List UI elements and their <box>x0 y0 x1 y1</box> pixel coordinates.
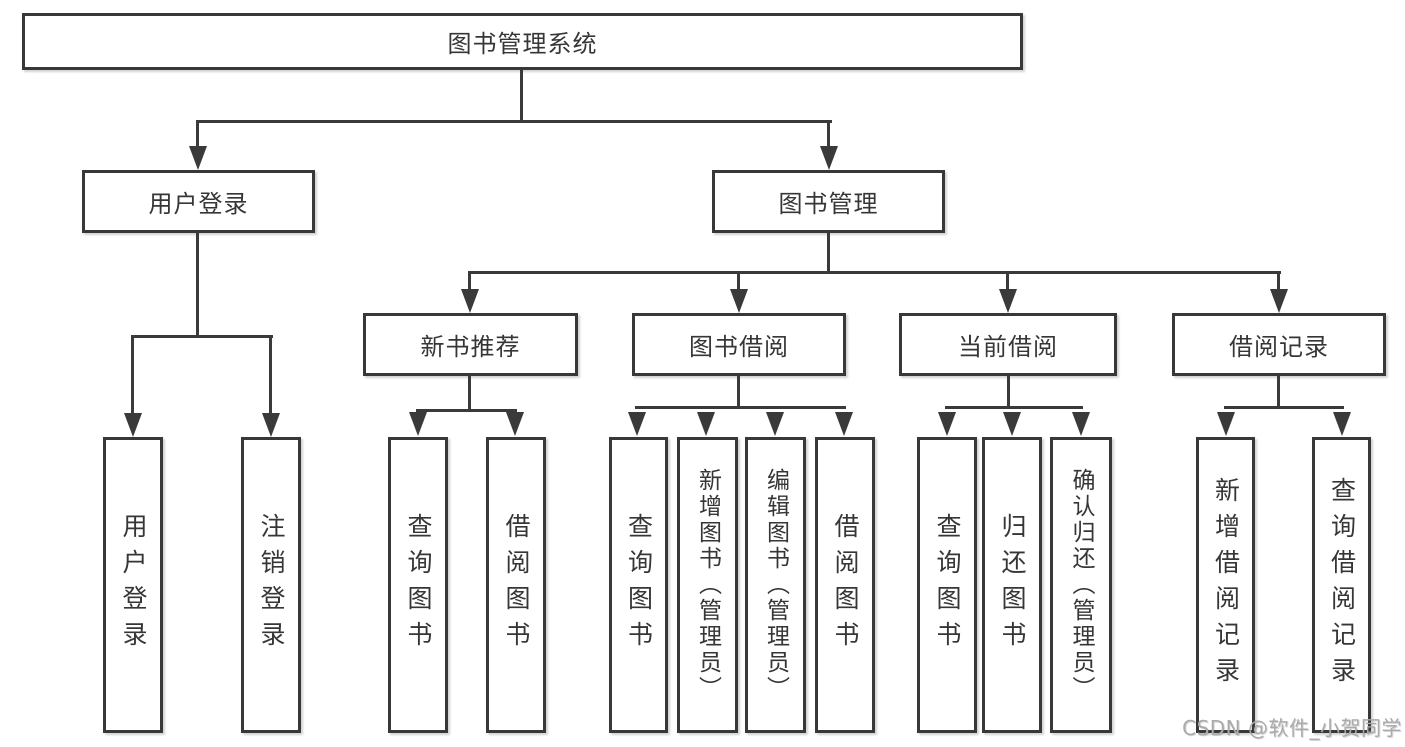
node-new-book-recommendation: 新书推荐 <box>363 313 578 376</box>
connector-line <box>737 376 740 409</box>
connector-line <box>1006 271 1009 293</box>
leaf-borrow-books-recommend: 借阅图书 <box>486 437 546 733</box>
csdn-watermark: CSDN @软件_小贺同学 <box>1182 716 1402 740</box>
node-user-login: 用户登录 <box>82 170 315 233</box>
connector-line <box>1277 376 1280 409</box>
arrow-down-icon <box>835 412 853 436</box>
connector-line <box>416 409 517 412</box>
leaf-query-books-borrowing: 查询图书 <box>609 437 668 733</box>
connector-line <box>1277 271 1280 293</box>
connector-line <box>131 335 134 416</box>
leaf-add-books-admin: 新增图书（管理员） <box>677 437 738 733</box>
node-book-management: 图书管理 <box>712 170 945 233</box>
connector-line <box>1007 376 1010 409</box>
arrow-down-icon <box>461 289 479 313</box>
arrow-down-icon <box>730 289 748 313</box>
connector-line <box>196 120 832 123</box>
leaf-edit-books-admin: 编辑图书（管理员） <box>745 437 806 733</box>
leaf-query-books-current: 查询图书 <box>917 437 977 733</box>
connector-line <box>827 233 830 274</box>
leaf-query-borrow-record: 查询借阅记录 <box>1312 437 1371 733</box>
node-current-borrowing: 当前借阅 <box>899 313 1117 376</box>
arrow-down-icon <box>1333 412 1351 436</box>
leaf-borrow-books: 借阅图书 <box>815 437 875 733</box>
arrow-down-icon <box>938 412 956 436</box>
connector-line <box>945 406 1083 409</box>
leaf-confirm-return-admin: 确认归还（管理员） <box>1050 437 1112 733</box>
arrow-down-icon <box>409 412 427 436</box>
connector-line <box>520 70 523 122</box>
arrow-down-icon <box>506 412 524 436</box>
arrow-down-icon <box>262 413 280 437</box>
connector-line <box>468 271 471 293</box>
leaf-user-login: 用户登录 <box>103 437 163 733</box>
arrow-down-icon <box>1003 412 1021 436</box>
connector-line <box>468 271 1281 274</box>
leaf-add-borrow-record: 新增借阅记录 <box>1196 437 1255 733</box>
arrow-down-icon <box>697 412 715 436</box>
connector-line <box>468 376 471 412</box>
arrow-down-icon <box>820 146 838 170</box>
node-library-management-system: 图书管理系统 <box>22 13 1023 70</box>
connector-line <box>269 335 272 416</box>
arrow-down-icon <box>1270 289 1288 313</box>
connector-line <box>635 406 846 409</box>
connector-line <box>827 120 830 150</box>
arrow-down-icon <box>1217 412 1235 436</box>
connector-line <box>737 271 740 293</box>
connector-line <box>196 120 199 150</box>
connector-line <box>131 335 273 338</box>
arrow-down-icon <box>628 412 646 436</box>
arrow-down-icon <box>766 412 784 436</box>
arrow-down-icon <box>1072 412 1090 436</box>
connector-line <box>196 233 199 338</box>
node-book-borrowing: 图书借阅 <box>632 313 846 376</box>
arrow-down-icon <box>124 413 142 437</box>
leaf-query-books-recommend: 查询图书 <box>388 437 448 733</box>
leaf-return-books: 归还图书 <box>982 437 1042 733</box>
connector-line <box>1224 406 1344 409</box>
leaf-logout: 注销登录 <box>241 437 301 733</box>
arrow-down-icon <box>189 146 207 170</box>
arrow-down-icon <box>999 289 1017 313</box>
node-borrowing-records: 借阅记录 <box>1172 313 1386 376</box>
